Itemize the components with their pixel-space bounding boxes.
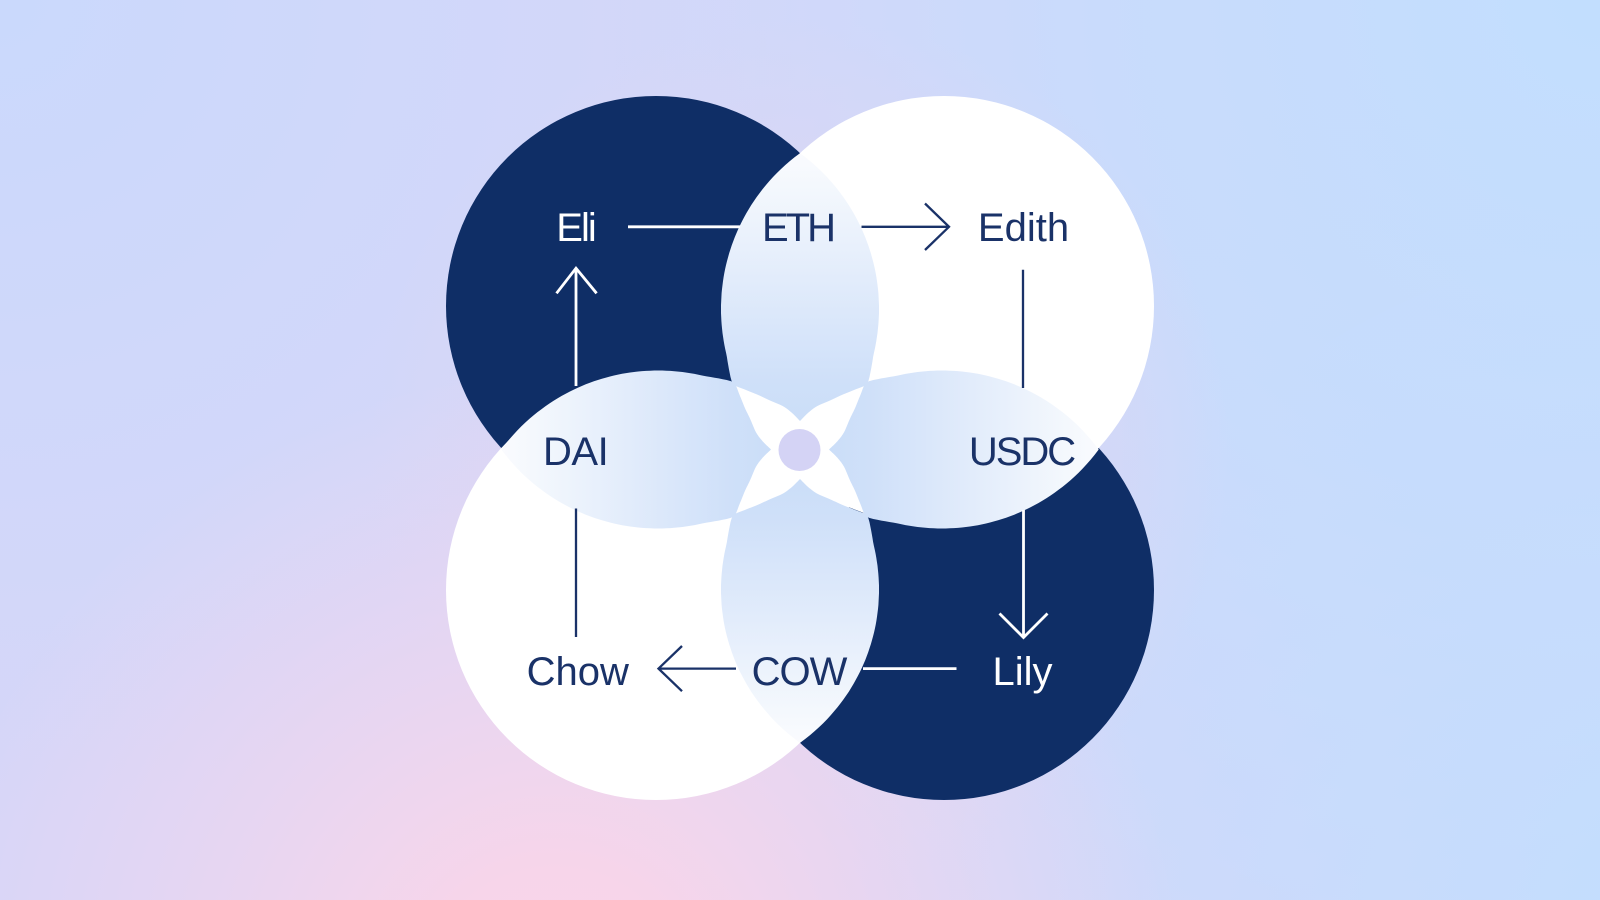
svg-text:Chow: Chow [527,650,629,694]
svg-text:ETH: ETH [762,206,833,250]
svg-text:USDC: USDC [969,430,1075,474]
svg-text:DAI: DAI [543,430,608,474]
svg-text:Eli: Eli [556,206,595,250]
svg-text:Edith: Edith [978,206,1069,250]
svg-text:Lily: Lily [992,650,1052,694]
svg-text:COW: COW [752,650,848,694]
